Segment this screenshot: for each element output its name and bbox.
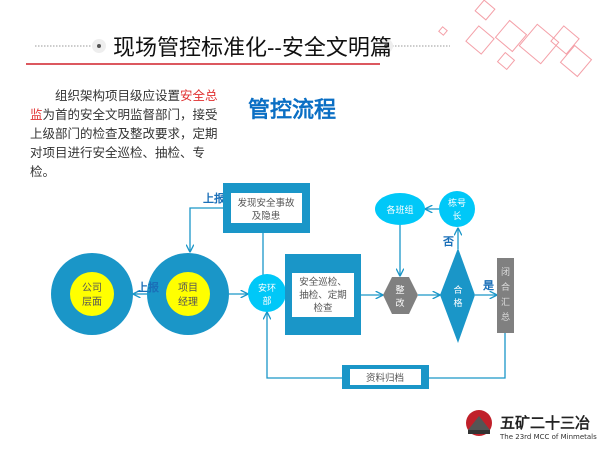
inspect-label-2: 抽检、定期	[299, 289, 347, 301]
qualified-label-2: 格	[453, 297, 462, 309]
project-manager-node[interactable]: 项目 经理	[147, 253, 229, 335]
qualified-decision[interactable]: 合 格	[440, 248, 475, 343]
safety-dept-label-2: 部	[262, 295, 271, 307]
inspection-box[interactable]: 安全巡检、 抽检、定期 检查	[285, 254, 361, 335]
pm-label-1: 项目	[178, 282, 198, 294]
closure-label-3: 汇	[501, 297, 510, 308]
closure-label-1: 闭	[501, 266, 510, 278]
discover-label-1: 发现安全事故	[237, 197, 295, 209]
rectify-label-1: 整	[395, 284, 404, 296]
company-label-1: 公司	[82, 283, 102, 294]
closure-label-4: 总	[501, 311, 510, 323]
flow-connectors	[134, 208, 506, 379]
company-level-node[interactable]: 公司 层面	[51, 253, 133, 335]
intro-highlight: 安全总监	[30, 88, 218, 122]
discover-hazard-box[interactable]: 发现安全事故 及隐患	[223, 183, 310, 233]
intro-prefix: 组织架构项目级应设置	[55, 88, 181, 103]
building-lead-label-2: 长	[452, 210, 461, 222]
teams-node[interactable]: 各班组	[375, 193, 425, 225]
report-label-pm: 上报	[203, 191, 226, 205]
closure-label-2: 合	[501, 281, 510, 293]
rectify-node[interactable]: 整 改	[383, 277, 418, 314]
logo-chinese-name: 五矿二十三冶	[500, 414, 591, 432]
teams-label: 各班组	[386, 204, 413, 216]
slide-title: 现场管控标准化--安全文明篇	[113, 36, 392, 61]
safety-dept-node[interactable]: 安环 部	[248, 274, 286, 312]
discover-label-2: 及隐患	[252, 210, 281, 222]
closure-summary-box[interactable]: 闭 合 汇 总	[497, 258, 514, 333]
building-lead-label-1: 栋号	[448, 197, 466, 209]
report-label-company: 上报	[137, 280, 160, 294]
company-label-2: 层面	[82, 296, 102, 308]
inspect-label-3: 检查	[313, 302, 333, 314]
decorative-diamonds	[438, 0, 593, 78]
archive-label: 资料归档	[366, 372, 404, 384]
qualified-label-1: 合	[453, 284, 462, 296]
section-heading: 管控流程	[248, 98, 337, 123]
company-logo-emblem	[466, 410, 492, 436]
inspect-label-1: 安全巡检、	[299, 276, 347, 288]
archive-box[interactable]: 资料归档	[342, 365, 429, 389]
safety-dept-label-1: 安环	[258, 282, 276, 294]
intro-paragraph: 组织架构项目级应设置安全总监为首的安全文明监督部门，接受上级部门的检查及整改要求…	[30, 86, 220, 181]
yes-label: 是	[482, 279, 495, 292]
no-label: 否	[442, 235, 454, 248]
rectify-label-2: 改	[395, 297, 404, 309]
pm-label-2: 经理	[178, 295, 198, 308]
logo-english-name: The 23rd MCC of Minmetals	[500, 433, 597, 441]
building-lead-node[interactable]: 栋号 长	[439, 191, 475, 227]
intro-suffix: 为首的安全文明监督部门，接受上级部门的检查及整改要求，定期对项目进行安全巡检、抽…	[30, 107, 218, 179]
